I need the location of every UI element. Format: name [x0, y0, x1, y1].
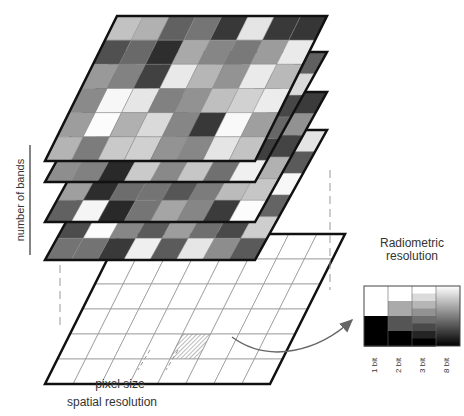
bit-label: 3 bit: [420, 358, 429, 373]
axis-label: spatial resolution: [67, 396, 157, 409]
section-title: Radiometric resolution: [372, 237, 452, 263]
axis-label: number of bands: [14, 159, 26, 242]
bit-label: 1 bit: [372, 358, 381, 373]
axis-label: pixel size: [95, 378, 144, 391]
bit-label: 8 bit: [444, 358, 453, 373]
bit-label: 2 bit: [396, 358, 405, 373]
